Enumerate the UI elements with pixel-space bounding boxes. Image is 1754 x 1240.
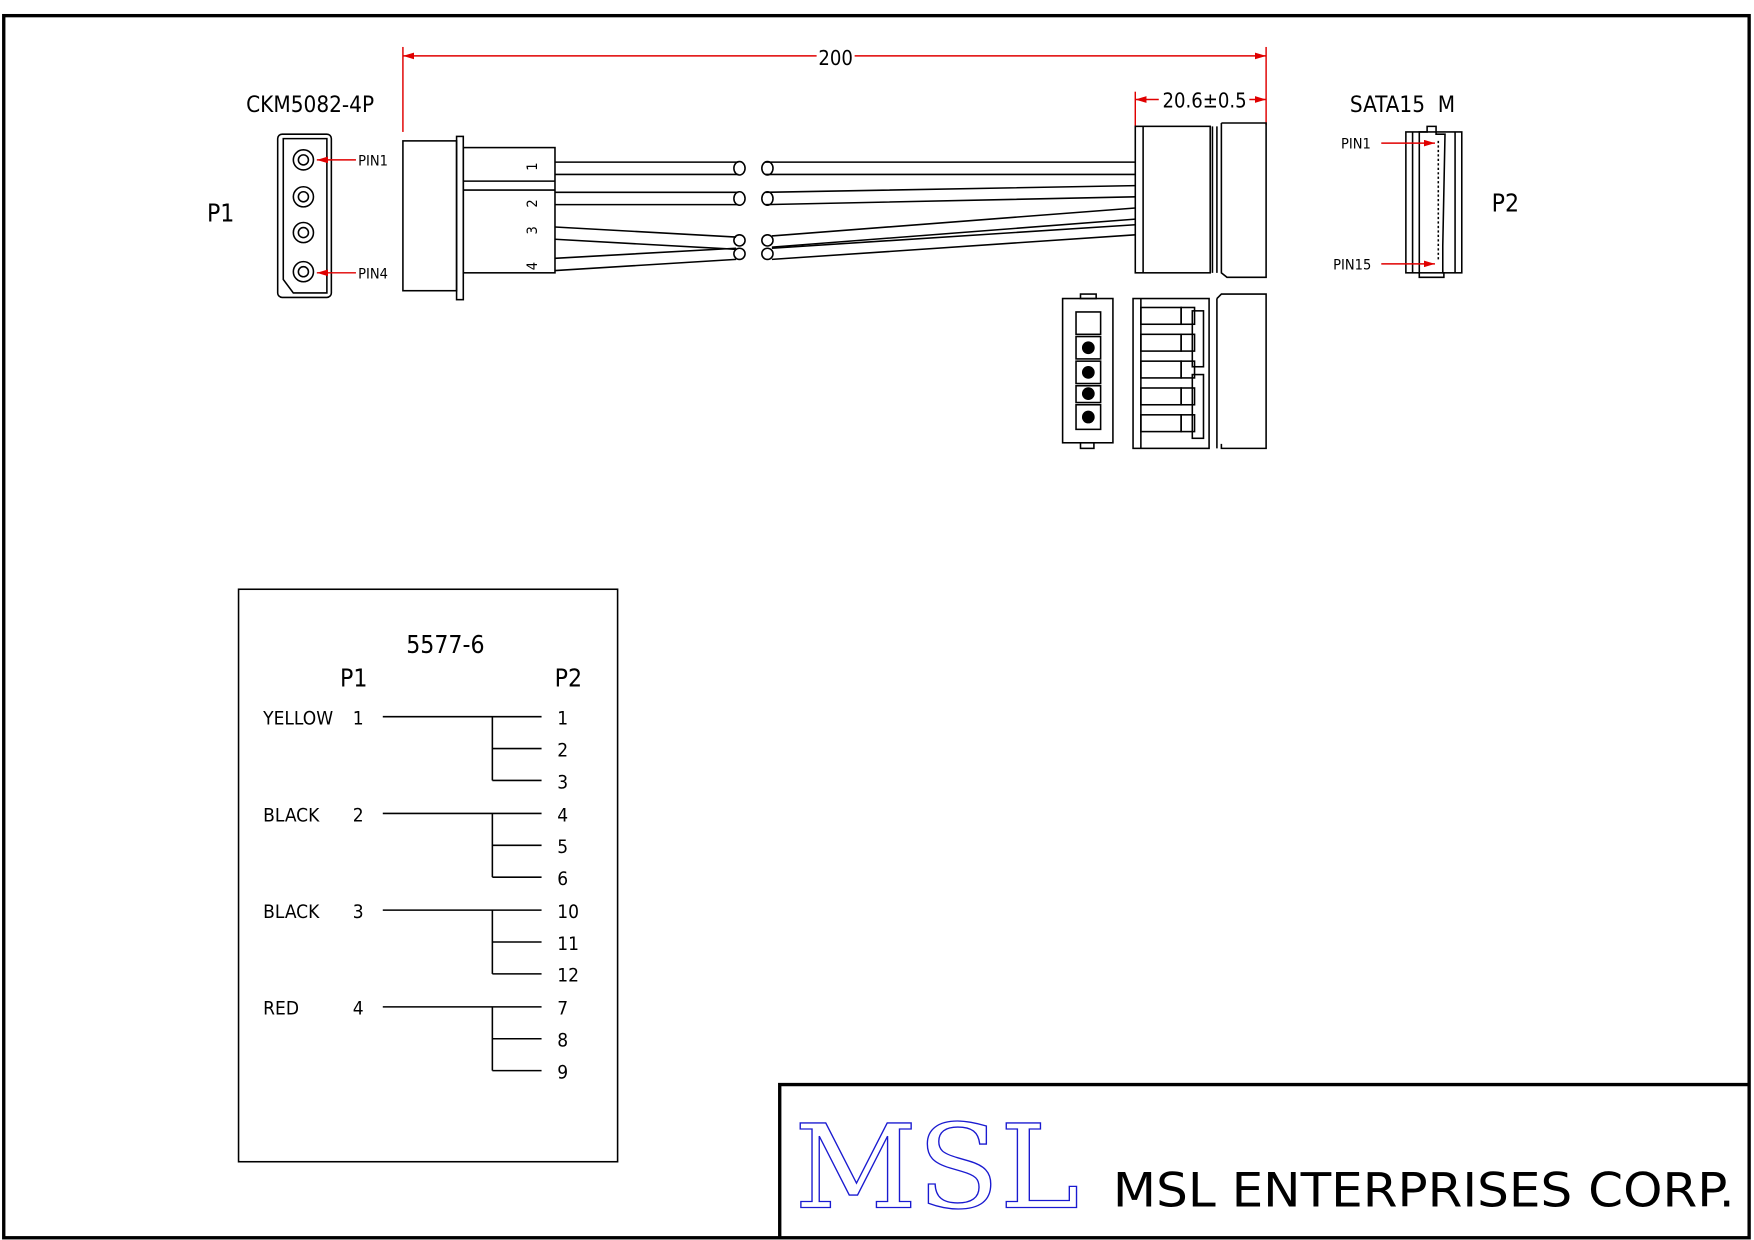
dim-connector-text: 20.6±0.5 (1163, 88, 1247, 112)
p2-end-view (1132, 293, 1267, 450)
p1-pin1-label: PIN1 (358, 153, 388, 169)
p1-side-pin-2: 2 (525, 199, 541, 207)
p2-pin: 3 (557, 771, 568, 793)
p1-front-view (276, 133, 356, 299)
p2-pin: 2 (557, 739, 568, 761)
p2-part-label: SATA15 M (1350, 92, 1455, 118)
p1-pin: 4 (353, 998, 364, 1020)
p2-pin: 4 (557, 804, 568, 826)
p1-label: P1 (207, 198, 234, 227)
sheet-border (2, 13, 1751, 1240)
p2-pin-view (1381, 125, 1463, 279)
p2-pin: 12 (557, 965, 579, 987)
p2-pin: 11 (557, 933, 579, 955)
p1-pin: 1 (353, 708, 364, 730)
wire-color: RED (263, 998, 299, 1020)
wire-color: YELLOW (262, 708, 333, 730)
p1-end-view (1061, 293, 1114, 450)
p2-pin: 6 (557, 868, 568, 890)
p2-pin15-label: PIN15 (1333, 257, 1371, 273)
company-logo: MSL (794, 1101, 1079, 1236)
p2-pin: 10 (557, 901, 579, 923)
p1-pin: 3 (353, 901, 364, 923)
p2-pin1-label: PIN1 (1341, 137, 1371, 153)
wire-color: BLACK (263, 804, 320, 826)
p2-label: P2 (1492, 188, 1519, 217)
dimension-connector: 20.6±0.5 (1134, 88, 1267, 127)
dimension-length: 200 (402, 46, 1267, 132)
title-block: MSL MSL ENTERPRISES CORP. (778, 1082, 1750, 1238)
wiring-col-p1: P1 (340, 664, 367, 693)
p2-pin: 9 (557, 1061, 568, 1083)
p2-pin: 7 (557, 998, 568, 1020)
wiring-table-title: 5577-6 (406, 630, 484, 659)
p1-side-pin-4: 4 (525, 262, 541, 270)
p1-pin: 2 (353, 804, 364, 826)
p1-side-pin-1: 1 (525, 162, 541, 170)
p1-part-label: CKM5082-4P (246, 92, 374, 118)
company-name: MSL ENTERPRISES CORP. (1113, 1163, 1735, 1218)
wires (554, 160, 1136, 272)
p2-pin: 8 (557, 1030, 568, 1052)
p1-side-view (402, 135, 556, 301)
dim-length-text: 200 (818, 46, 853, 70)
p2-side-view (1134, 122, 1267, 279)
wiring-col-p2: P2 (555, 664, 582, 693)
p1-pin4-label: PIN4 (358, 266, 388, 282)
p2-pin: 5 (557, 836, 568, 858)
p1-side-pin-3: 3 (525, 226, 541, 234)
wire-color: BLACK (263, 901, 320, 923)
p2-pin: 1 (557, 708, 568, 730)
